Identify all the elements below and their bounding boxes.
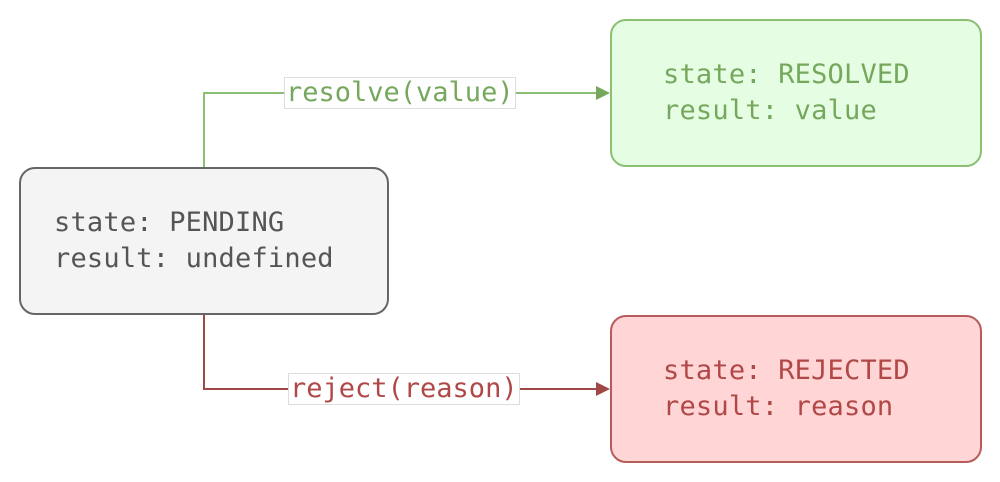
rejected-state-node: state: REJECTED result: reason [610, 315, 982, 463]
pending-state-text: state: PENDING [54, 207, 285, 238]
reject-edge-label: reject(reason) [288, 373, 520, 405]
pending-result-text: result: undefined [54, 243, 334, 274]
resolved-state-node: state: RESOLVED result: value [610, 19, 982, 167]
pending-state-node: state: PENDING result: undefined [19, 167, 389, 315]
resolved-result-text: result: value [663, 95, 877, 126]
resolved-state-text: state: RESOLVED [663, 59, 910, 90]
resolve-edge-label: resolve(value) [284, 77, 516, 109]
rejected-state-text: state: REJECTED [663, 355, 910, 386]
rejected-result-text: result: reason [663, 391, 894, 422]
